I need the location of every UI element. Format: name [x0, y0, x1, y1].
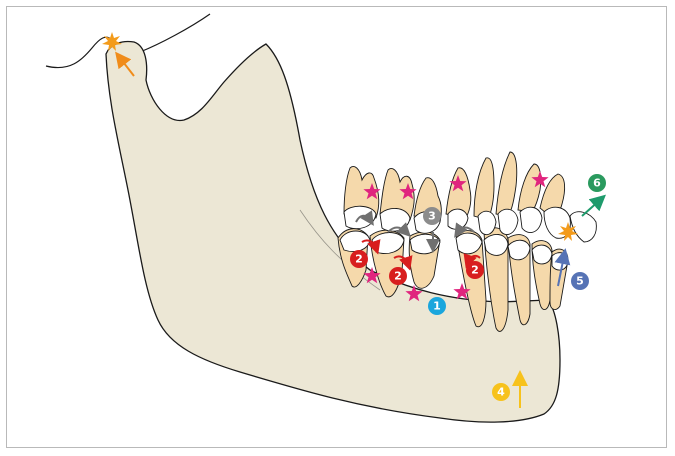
- badge-1: 1: [428, 297, 446, 315]
- protrusion-arrow: [582, 200, 600, 216]
- svg-text:6: 6: [593, 177, 601, 190]
- svg-text:2: 2: [394, 270, 402, 283]
- badge-2c: 2: [466, 261, 484, 279]
- svg-text:5: 5: [576, 275, 584, 288]
- badge-5: 5: [571, 272, 589, 290]
- svg-text:2: 2: [355, 253, 363, 266]
- badge-2a: 2: [350, 250, 368, 268]
- svg-text:3: 3: [428, 210, 436, 223]
- svg-text:2: 2: [471, 264, 479, 277]
- svg-text:4: 4: [497, 386, 505, 399]
- badge-3: 3: [423, 207, 441, 225]
- badge-4: 4: [492, 383, 510, 401]
- badge-2b: 2: [389, 267, 407, 285]
- svg-text:1: 1: [433, 300, 441, 313]
- badge-6: 6: [588, 174, 606, 192]
